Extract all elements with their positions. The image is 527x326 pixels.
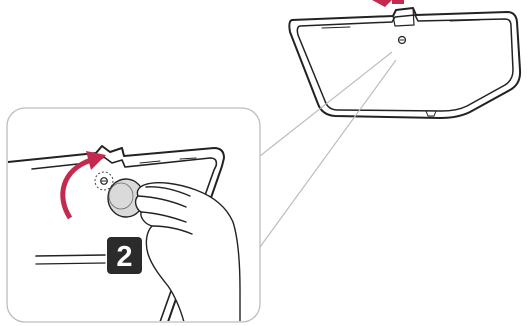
step-number-badge: 2 — [107, 237, 142, 274]
callout-connector — [259, 51, 397, 248]
step-number-label: 2 — [116, 241, 132, 273]
thumbscrew-cap — [107, 178, 145, 218]
hand-illustration — [134, 182, 241, 321]
screw-hole-icon — [397, 35, 407, 45]
motion-arrow-icon — [372, 0, 404, 7]
stand-base-panel — [288, 7, 522, 119]
zoomed-stand-edge — [8, 145, 225, 321]
curved-arrow-icon — [60, 151, 106, 220]
screw-icon — [94, 171, 114, 191]
